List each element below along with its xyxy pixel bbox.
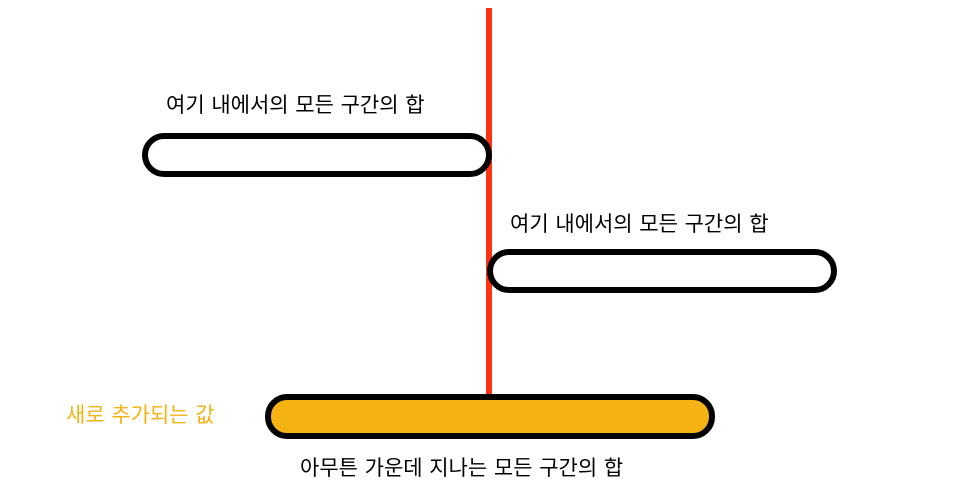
left-interval-label: 여기 내에서의 모든 구간의 합 — [166, 93, 425, 117]
crossing-interval-bar — [265, 394, 715, 439]
crossing-interval-label: 아무튼 가운데 지나는 모든 구간의 합 — [300, 456, 624, 480]
left-interval-bar — [142, 133, 492, 177]
center-divider-line — [486, 8, 492, 396]
right-interval-bar — [487, 249, 837, 293]
right-interval-label: 여기 내에서의 모든 구간의 합 — [510, 212, 769, 236]
new-value-label: 새로 추가되는 값 — [66, 403, 215, 427]
